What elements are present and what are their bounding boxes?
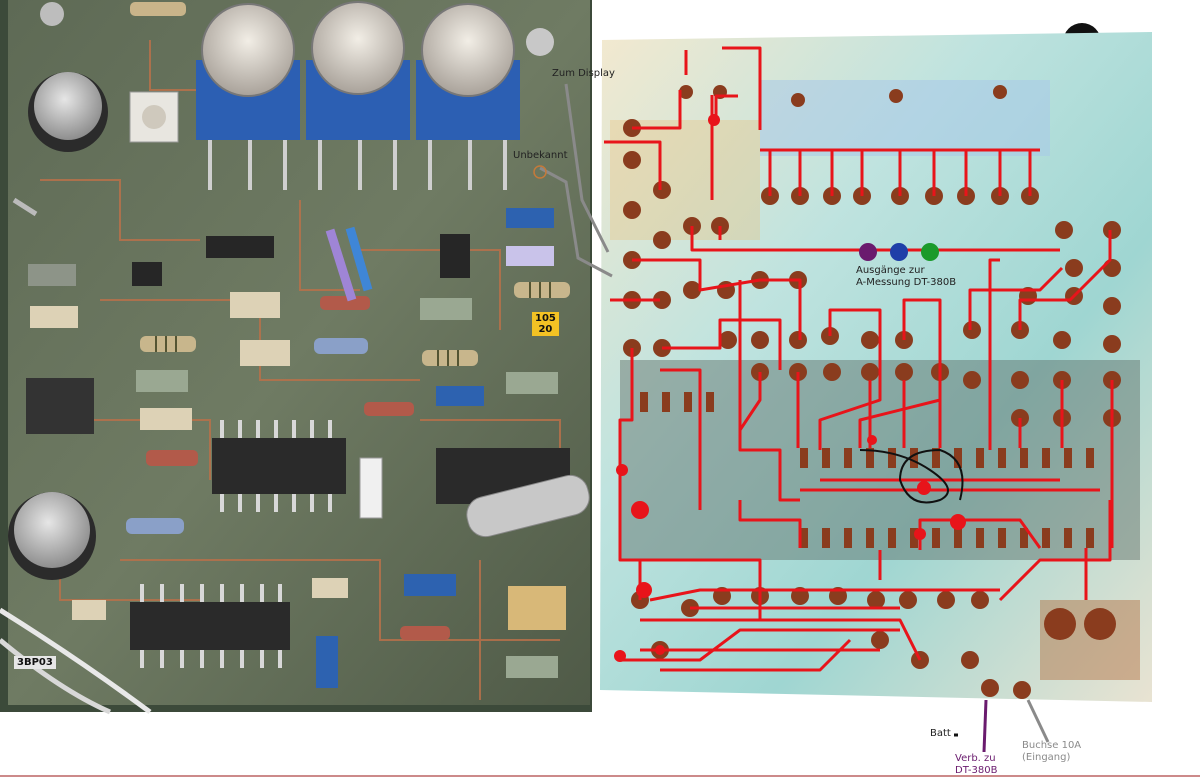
axial-components [126, 282, 570, 640]
label-3bp03: 3BP03 [14, 656, 56, 669]
label-3bp03-text: 3BP03 [17, 657, 53, 668]
label-batt: Batt [930, 728, 951, 739]
label-unbekannt: Unbekannt [513, 150, 568, 161]
electrolytic-capacitors [8, 72, 108, 580]
label-zum-display: Zum Display [552, 68, 615, 79]
solder-side-photo [533, 0, 1200, 753]
label-ausgaenge-line2: A-Messung DT-380B [856, 277, 957, 288]
red-trace-annotations [604, 46, 1114, 672]
label-ausgaenge-line1: Ausgänge zur [856, 265, 925, 276]
label-buchse-line1: Buchse 10A [1022, 740, 1082, 751]
label-105-20: 105 20 [532, 312, 559, 336]
smd-components [28, 208, 566, 688]
label-105-line1: 105 [535, 313, 556, 324]
integrated-circuits [26, 378, 570, 668]
trimmer-potentiometers [196, 1, 520, 190]
label-verb-line1: Verb. zu [955, 753, 996, 764]
label-buchse-10a: Buchse 10A (Eingang) [1022, 740, 1081, 764]
label-buchse-line2: (Eingang) [1022, 752, 1071, 763]
leader-lines [539, 83, 1050, 743]
component-side-photo [0, 0, 592, 715]
label-verb-dt380b: Verb. zu DT-380B [955, 753, 997, 777]
label-105-line2: 20 [538, 324, 553, 335]
output-wire-markers [859, 243, 939, 261]
label-ausgaenge: Ausgänge zur A-Messung DT-380B [856, 265, 956, 289]
label-verb-line2: DT-380B [955, 765, 998, 776]
